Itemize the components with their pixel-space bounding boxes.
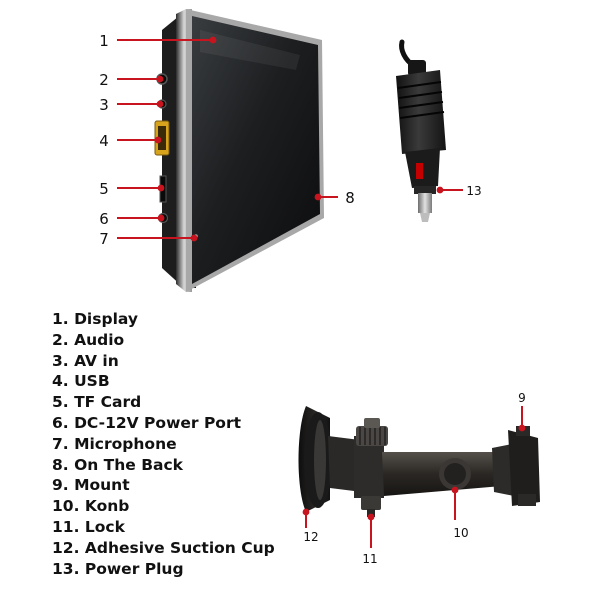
legend-item: 11. Lock — [52, 517, 125, 536]
callout-1: 1 — [99, 32, 109, 50]
legend-item: 3. AV in — [52, 351, 119, 370]
display-unit — [154, 9, 324, 292]
legend-item: 1. Display — [52, 310, 138, 328]
legend-item: 9. Mount — [52, 476, 130, 495]
callout-2: 2 — [99, 71, 109, 89]
power-plug — [396, 39, 446, 222]
legend-item: 2. Audio — [52, 330, 125, 349]
callout-6: 6 — [99, 210, 109, 228]
callout-4: 4 — [99, 132, 109, 150]
callout-9: 9 — [518, 391, 526, 405]
legend-item: 12. Adhesive Suction Cup — [52, 538, 275, 557]
legend-item: 7. Microphone — [52, 434, 177, 453]
display-screen — [192, 16, 320, 284]
mount-plate — [508, 430, 540, 506]
callout-12: 12 — [303, 530, 318, 544]
lock-knob — [361, 496, 381, 510]
mount-assembly — [298, 406, 540, 517]
callout-13: 13 — [466, 184, 481, 198]
callout-11: 11 — [362, 552, 377, 566]
callout-5: 5 — [99, 180, 109, 198]
legend-item: 4. USB — [52, 372, 110, 391]
callout-7: 7 — [99, 230, 109, 248]
legend-item: 6. DC-12V Power Port — [52, 413, 242, 432]
legend-item: 13. Power Plug — [52, 559, 184, 578]
legend-item: 5. TF Card — [52, 393, 142, 412]
callout-8: 8 — [345, 189, 355, 207]
legend-item: 10. Konb — [52, 497, 130, 516]
parts-legend: 1. Display 2. Audio 3. AV in 4. USB 5. T… — [52, 309, 275, 579]
callout-10: 10 — [453, 526, 468, 540]
legend-item: 8. On The Back — [52, 455, 183, 474]
callout-3: 3 — [99, 96, 109, 114]
